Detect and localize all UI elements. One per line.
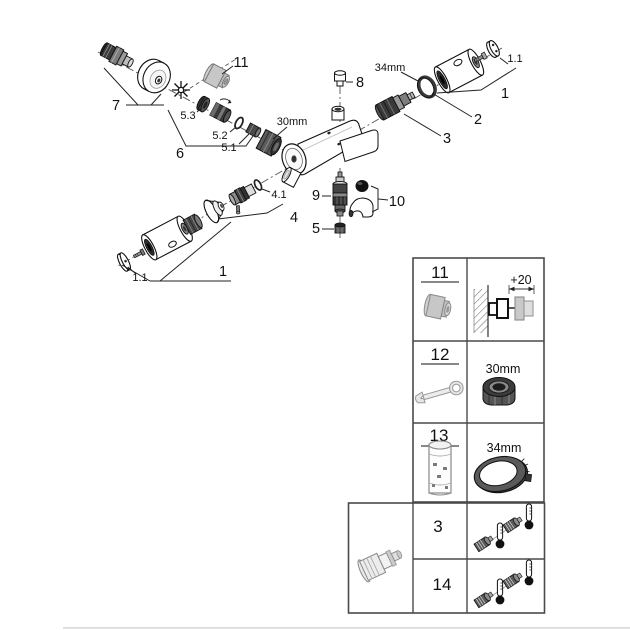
dim-34mm-label: 34mm [375, 62, 406, 74]
part-2-stop-ring [416, 75, 437, 99]
callout-7-label: 7 [112, 98, 120, 114]
callout-6-label: 6 [176, 146, 184, 162]
table-row-12-detail-label: 30mm [486, 362, 521, 376]
part-9-check-valve [332, 171, 348, 217]
thermometer-icon [495, 578, 505, 605]
part-5-insert [334, 222, 346, 234]
part-1-1-screw-bottom [133, 248, 146, 259]
part-3-thermostat-cartridge [374, 91, 416, 121]
part-10-ball [355, 180, 369, 192]
part-5-2-o-ring [234, 116, 244, 130]
extension-cap-icon [423, 293, 452, 320]
part-check-valve-insert [209, 102, 232, 124]
check-valve-cartridge-icon [357, 549, 403, 583]
part-7-escutcheon [137, 58, 171, 94]
footer-divider [63, 627, 630, 629]
part-10-elbow [348, 197, 374, 218]
callout-5-label: 5 [312, 221, 320, 237]
callout-8-label: 8 [356, 75, 364, 91]
socket-sleeve-icon [428, 440, 452, 496]
part-1-handle-bottom [141, 215, 193, 261]
callout-11-label: 11 [233, 55, 248, 71]
thermometer-icon [524, 503, 534, 530]
table-row-13-detail-label: 34mm [487, 441, 522, 455]
callout-10-label: 10 [389, 194, 405, 210]
callout-4-1-label: 4.1 [271, 189, 286, 201]
callout-5-3-label: 5.3 [180, 110, 195, 122]
callout-1-bottom-label: 1 [219, 264, 227, 280]
part-1-1-cap-top [486, 40, 500, 58]
part-7-s-union [99, 42, 134, 68]
parts-table: 11 +20 12 [347, 257, 546, 614]
callout-4-label: 4 [290, 210, 298, 226]
part-8-plug [334, 70, 346, 87]
part-1-1-screw-top [473, 51, 488, 63]
part-1-knurled-nut-bottom [182, 213, 203, 235]
callout-5-2-label: 5.2 [212, 130, 227, 142]
table-row-12-number: 12 [431, 345, 450, 364]
callout-2-label: 2 [474, 112, 482, 128]
part-4-1-o-ring [253, 179, 263, 191]
thermo-elements-row-3 [473, 503, 534, 553]
thermo-elements-row-14 [473, 559, 534, 609]
callout-lines [103, 57, 517, 282]
callout-1-1-top-label: 1.1 [507, 53, 522, 65]
part-4-diverter [228, 183, 257, 215]
callout-9-label: 9 [312, 188, 320, 204]
callout-1-top-label: 1 [501, 86, 509, 102]
part-4-escutcheon-dome [203, 199, 225, 224]
callout-3-label: 3 [443, 131, 451, 147]
mixer-body [281, 105, 379, 189]
part-5-3-seal [196, 95, 211, 113]
dim-30mm-label: 30mm [277, 116, 308, 128]
table-row-14-number: 14 [433, 575, 452, 594]
table-row-11-detail-label: +20 [510, 273, 531, 287]
part-5-1-adapter [245, 122, 262, 138]
callout-5-1-label: 5.1 [221, 142, 236, 154]
part-1-handle-top [433, 48, 485, 94]
wrench-icon [415, 380, 464, 404]
nut-30mm-icon: 30mm [482, 362, 521, 406]
part-11-cap [203, 63, 230, 89]
table-row-13-number: 13 [430, 426, 449, 445]
wall-extension-diagram-icon: +20 [473, 273, 535, 337]
grease-symbol-icon [172, 81, 190, 99]
thermometer-icon [524, 559, 534, 586]
callout-labels: 7 11 5.3 5.2 5.1 6 30mm 8 34mm 2 3 1 1.1… [112, 53, 523, 284]
thermometer-icon [495, 522, 505, 549]
part-30mm-union-nut [255, 128, 282, 157]
callout-1-1-bottom-label: 1.1 [132, 272, 147, 284]
table-row-11-number: 11 [431, 263, 449, 282]
table-row-3-number: 3 [433, 517, 442, 536]
ring-34mm-icon: 34mm [473, 441, 533, 494]
rotation-arrowhead [227, 99, 231, 104]
